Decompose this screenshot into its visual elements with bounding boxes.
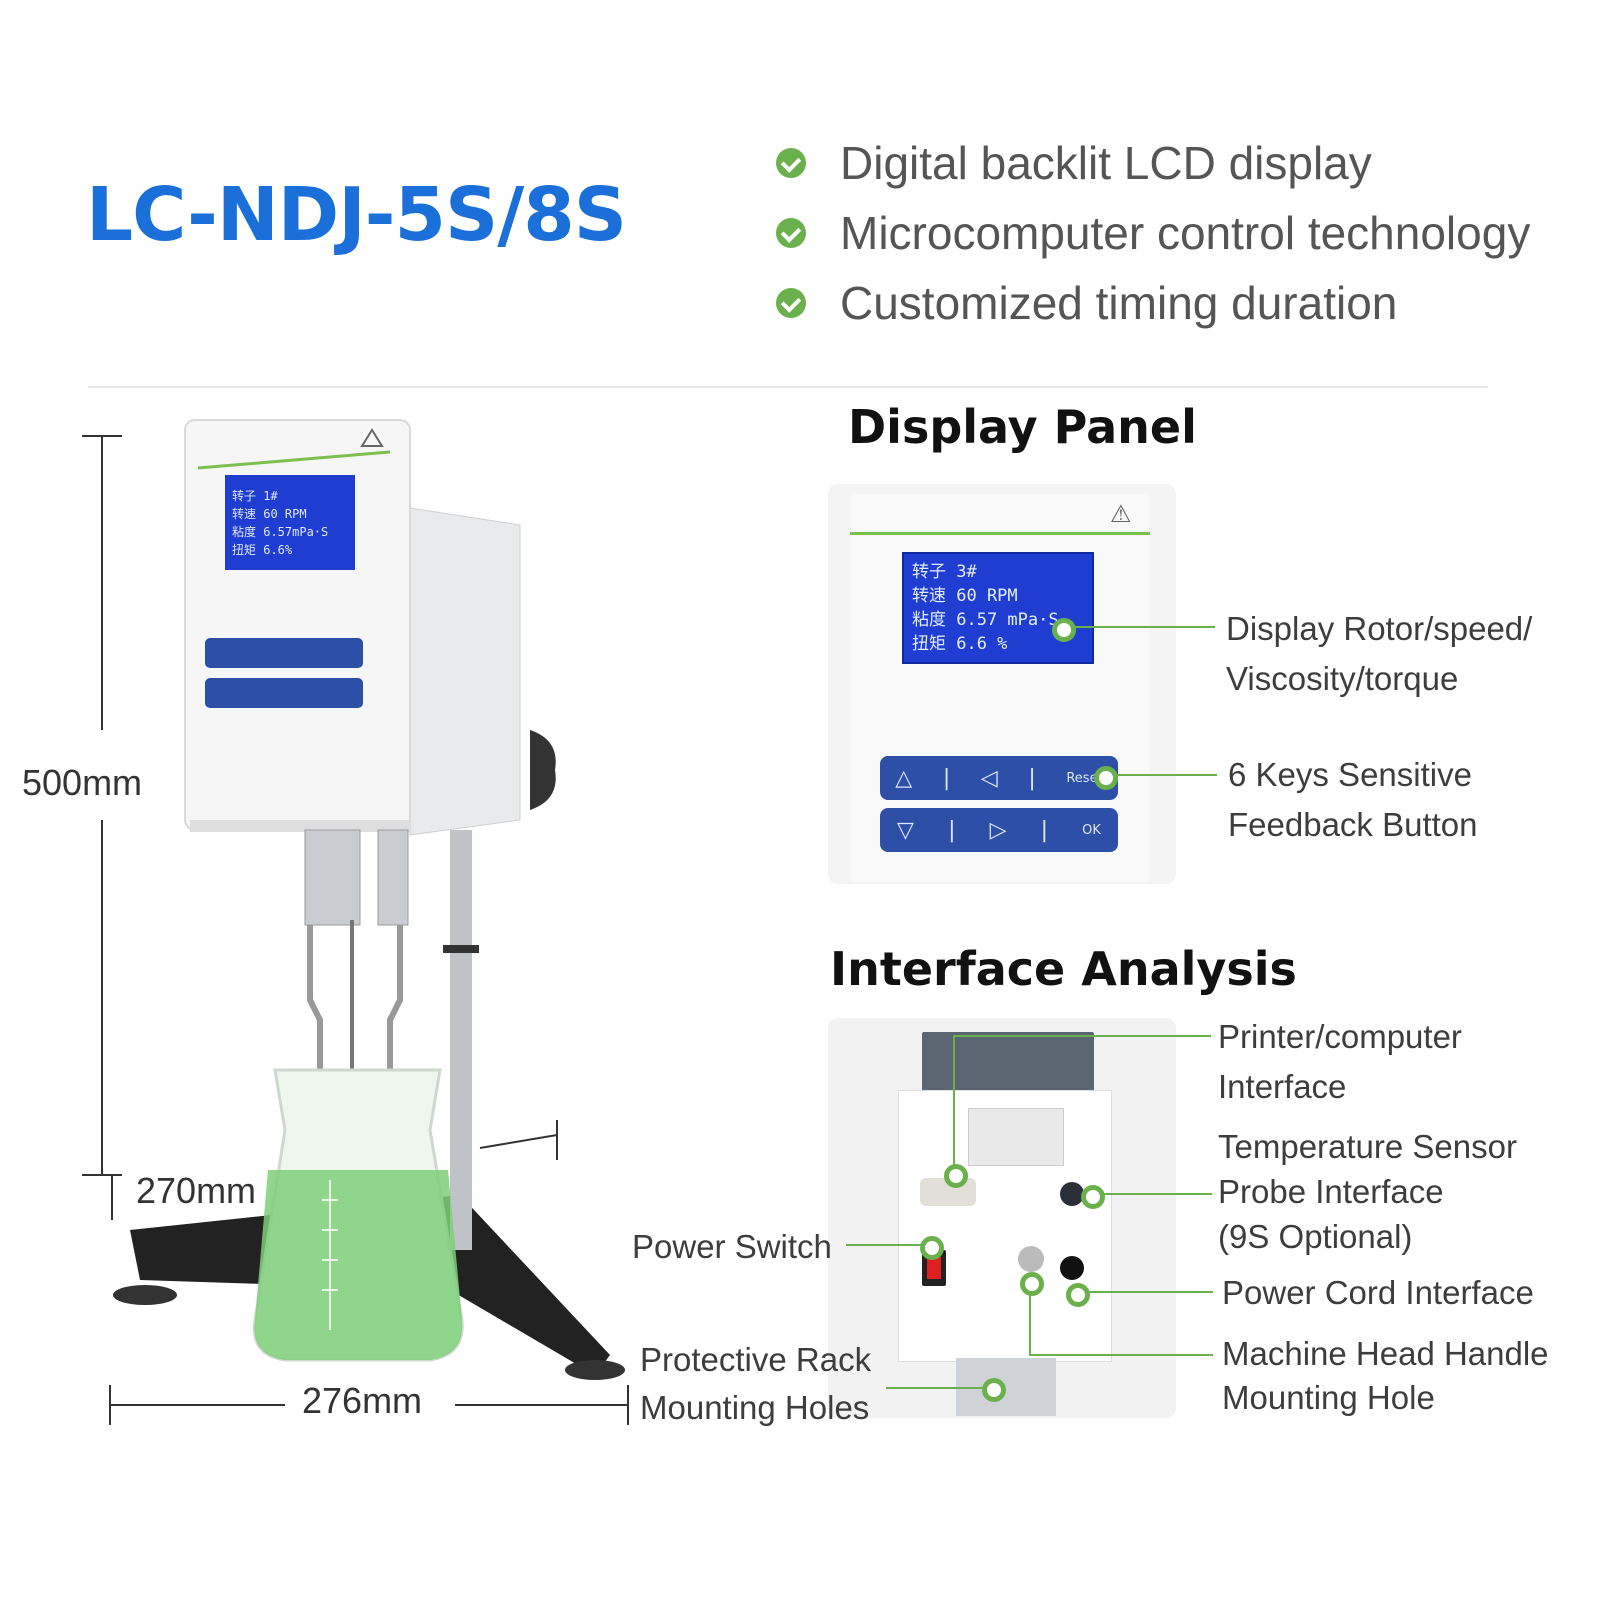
protective-rack-label: Protective Rack Mounting Holes [640,1336,871,1432]
beaker-liquid [254,1170,463,1360]
callout-dot [1094,766,1118,790]
callout-text: Printer/computer [1218,1018,1462,1055]
check-icon [776,288,806,318]
feature-item: Customized timing duration [776,268,1530,338]
callout-display-label: Display Rotor/speed/ Viscosity/torque [1226,604,1532,704]
depth-dimension: 270mm [136,1170,257,1211]
svg-text:扭矩 6.6%: 扭矩 6.6% [232,543,293,557]
stand-pole [450,830,472,1250]
knob [530,730,556,810]
lcd-screen: 转子 3# 转速 60 RPM 粘度 6.57 mPa·S 扭矩 6.6 % [902,552,1094,664]
feature-item: Microcomputer control technology [776,198,1530,268]
callout-dot [982,1378,1006,1402]
callout-line [1075,626,1215,628]
ok-key[interactable]: OK [1082,822,1101,838]
down-key[interactable]: ▽ [897,817,914,843]
callout-line [953,1035,1211,1037]
reset-key[interactable]: Reset [1066,770,1103,786]
rear-panel-top [922,1032,1094,1100]
key-separator: | [1040,817,1049,843]
callout-text: Mounting Hole [1222,1379,1435,1416]
callout-dot [1052,618,1076,642]
callout-text: Protective Rack [640,1341,872,1378]
right-key[interactable]: ▷ [989,817,1007,843]
key-separator: | [942,765,951,791]
power-switch-label: Power Switch [632,1228,832,1265]
viscometer-illustration: 转子 1# 转速 60 RPM 粘度 6.57mPa·S 扭矩 6.6% [82,419,629,1425]
callout-line [886,1387,982,1389]
callout-line [1117,774,1217,776]
callout-text: Display Rotor/speed/ [1226,610,1533,647]
display-panel-title: Display Panel [848,400,1197,454]
check-icon [776,218,806,248]
callout-line [1104,1193,1212,1195]
up-key[interactable]: △ [895,765,913,791]
feature-text: Digital backlit LCD display [840,137,1372,189]
printer-interface-label: Printer/computer Interface [1218,1012,1462,1112]
dimension-lines [82,435,629,1425]
rear-panel-image [828,1018,1176,1418]
callout-line [953,1035,955,1165]
width-dimension: 276mm [302,1380,423,1421]
keypad-row-top: △ | ◁ | Reset [880,756,1118,800]
lcd-line: 粘度 6.57 mPa·S [912,610,1059,630]
keypad-row-bottom: ▽ | ▷ | OK [880,808,1118,852]
callout-text: (9S Optional) [1218,1218,1413,1255]
product-title: LC-NDJ-5S/8S [86,172,627,258]
check-icon [776,148,806,178]
callout-text: Probe Interface [1218,1173,1444,1210]
lcd-line: 转子 3# [912,562,977,582]
display-panel-image: ⚠ 转子 3# 转速 60 RPM 粘度 6.57 mPa·S 扭矩 6.6 %… [828,484,1176,884]
svg-text:转子 1#: 转子 1# [232,488,278,503]
temp-sensor-label: Temperature Sensor Probe Interface (9S O… [1218,1124,1517,1259]
height-dimension: 500mm [22,762,143,803]
callout-dot [920,1236,944,1260]
power-cord-port [1060,1256,1084,1280]
power-cord-label: Power Cord Interface [1222,1274,1534,1311]
svg-text:转速 60 RPM: 转速 60 RPM [232,506,307,521]
callout-dot [1020,1272,1044,1296]
lcd-line: 转速 60 RPM [912,586,1018,606]
callout-text: Viscosity/torque [1226,660,1459,697]
nameplate [968,1108,1064,1166]
interface-analysis-title: Interface Analysis [830,942,1297,996]
left-key[interactable]: ◁ [980,765,998,791]
svg-text:粘度 6.57mPa·S: 粘度 6.57mPa·S [232,524,328,539]
sensor-port [1060,1182,1084,1206]
callout-line [846,1244,922,1246]
header-divider [88,386,1488,388]
feature-text: Microcomputer control technology [840,207,1531,259]
callout-line [1029,1295,1031,1355]
warning-icon: ⚠ [1110,501,1132,528]
callout-dot [944,1164,968,1188]
machine-head-label: Machine Head Handle Mounting Hole [1222,1332,1549,1420]
handle-hole [1018,1246,1044,1272]
callout-dot [1066,1283,1090,1307]
callout-line [1029,1354,1213,1356]
feature-list: Digital backlit LCD display Microcompute… [776,128,1530,338]
callout-text: Feedback Button [1228,806,1478,843]
feature-text: Customized timing duration [840,277,1398,329]
callout-line [1089,1291,1213,1293]
callout-text: Temperature Sensor [1218,1128,1517,1165]
callout-text: Machine Head Handle [1222,1335,1549,1372]
callout-text: 6 Keys Sensitive [1228,756,1472,793]
key-separator: | [1028,765,1036,791]
callout-keys-label: 6 Keys Sensitive Feedback Button [1228,750,1478,850]
callout-text: Mounting Holes [640,1389,870,1426]
key-separator: | [948,817,956,843]
callout-text: Interface [1218,1068,1347,1105]
lcd-line: 扭矩 6.6 % [912,634,1008,654]
feature-item: Digital backlit LCD display [776,128,1530,198]
callout-dot [1081,1185,1105,1209]
